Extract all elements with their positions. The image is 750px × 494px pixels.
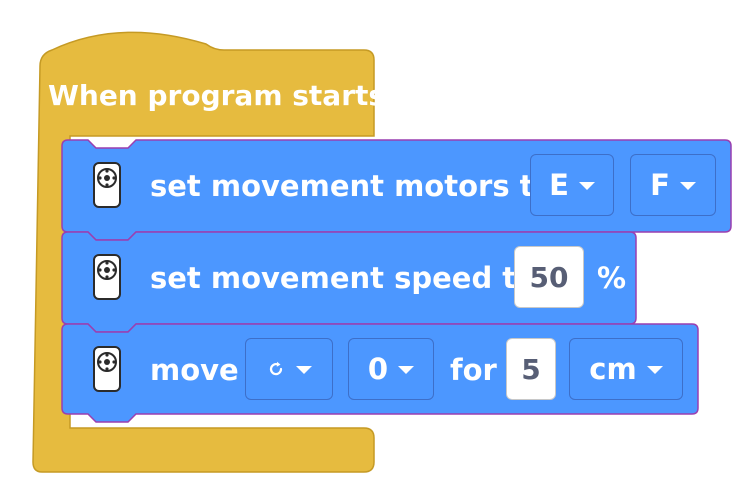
speed-unit-label: % <box>597 261 627 295</box>
caret-down-icon <box>398 366 415 374</box>
motor-left-dropdown[interactable]: E <box>530 154 614 216</box>
hat-label: When program starts <box>48 79 386 112</box>
motor-right-value: F <box>650 168 670 202</box>
unit-value: cm <box>589 352 637 386</box>
direction-dropdown[interactable] <box>245 338 333 400</box>
steer-value: 0 <box>367 352 389 386</box>
motor-hub-icon <box>93 254 121 300</box>
steer-dropdown[interactable]: 0 <box>348 338 434 400</box>
move-label: move <box>150 353 239 387</box>
motor-left-value: E <box>549 168 569 202</box>
rotate-icon <box>269 361 283 376</box>
caret-down-icon <box>296 366 312 374</box>
caret-down-icon <box>578 182 595 190</box>
motor-right-dropdown[interactable]: F <box>630 154 716 216</box>
amount-input[interactable]: 5 <box>506 338 556 400</box>
unit-dropdown[interactable]: cm <box>569 338 683 400</box>
for-label: for <box>450 353 497 387</box>
motor-hub-icon <box>93 346 121 392</box>
caret-down-icon <box>646 366 663 374</box>
set-motors-label: set movement motors to <box>150 169 554 203</box>
motor-hub-icon <box>93 162 121 208</box>
set-speed-label: set movement speed to <box>150 261 537 295</box>
caret-down-icon <box>679 182 696 190</box>
speed-input[interactable]: 50 <box>514 246 584 308</box>
